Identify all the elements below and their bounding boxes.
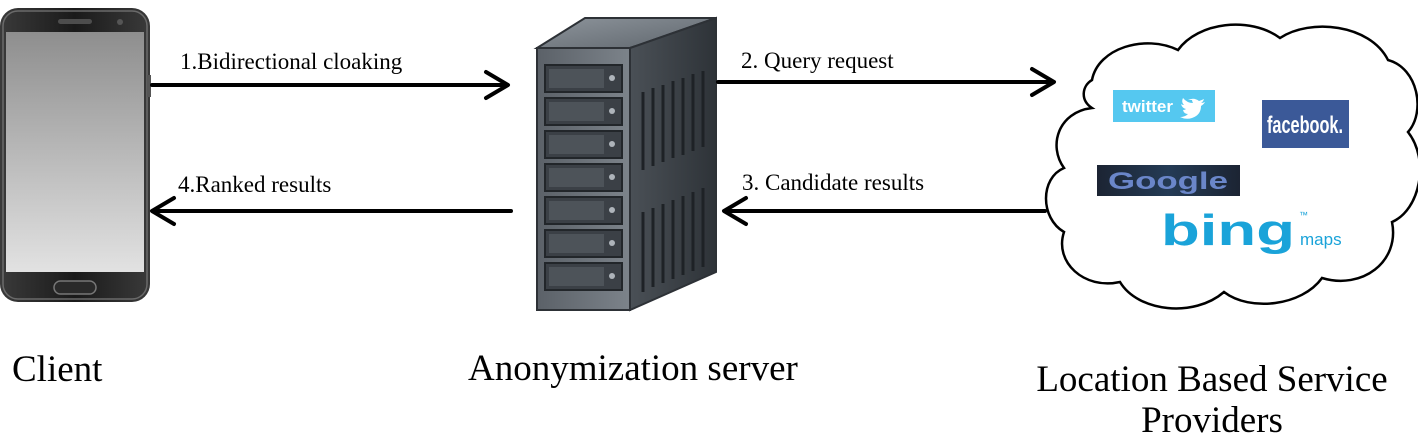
bing-trademark: ™ (1299, 210, 1308, 220)
twitter-logo: twitter (1113, 90, 1215, 122)
google-logo: Google (1097, 165, 1240, 196)
edge-label-candidate-results: 3. Candidate results (742, 170, 924, 195)
facebook-logo-text: facebook. (1267, 112, 1343, 139)
edge-label-bidirectional-cloaking: 1.Bidirectional cloaking (180, 49, 403, 74)
arrow-ranked-results (150, 196, 513, 226)
edge-label-ranked-results: 4.Ranked results (178, 172, 331, 197)
twitter-logo-text: twitter (1122, 97, 1173, 116)
providers-caption-line1: Location Based Service (1036, 359, 1387, 400)
bing-maps-logo: bing ™ maps (1161, 206, 1342, 255)
providers-caption-line2: Providers (1141, 400, 1283, 437)
edge-label-query-request: 2. Query request (741, 48, 894, 73)
client-caption: Client (12, 349, 103, 390)
server-rack-icon (533, 16, 717, 312)
google-logo-text: Google (1108, 168, 1228, 195)
server-side-vents (641, 71, 705, 292)
server-drive-bays (544, 64, 623, 291)
arrow-bidirectional-cloaking (150, 70, 510, 100)
server-caption: Anonymization server (468, 348, 798, 389)
bing-logo-text: bing (1161, 206, 1295, 255)
bing-maps-text: maps (1300, 230, 1342, 249)
arrow-query-request (716, 67, 1056, 97)
facebook-logo: facebook. (1262, 100, 1349, 148)
arrow-candidate-results (722, 196, 1047, 226)
client-phone-icon (0, 8, 151, 302)
